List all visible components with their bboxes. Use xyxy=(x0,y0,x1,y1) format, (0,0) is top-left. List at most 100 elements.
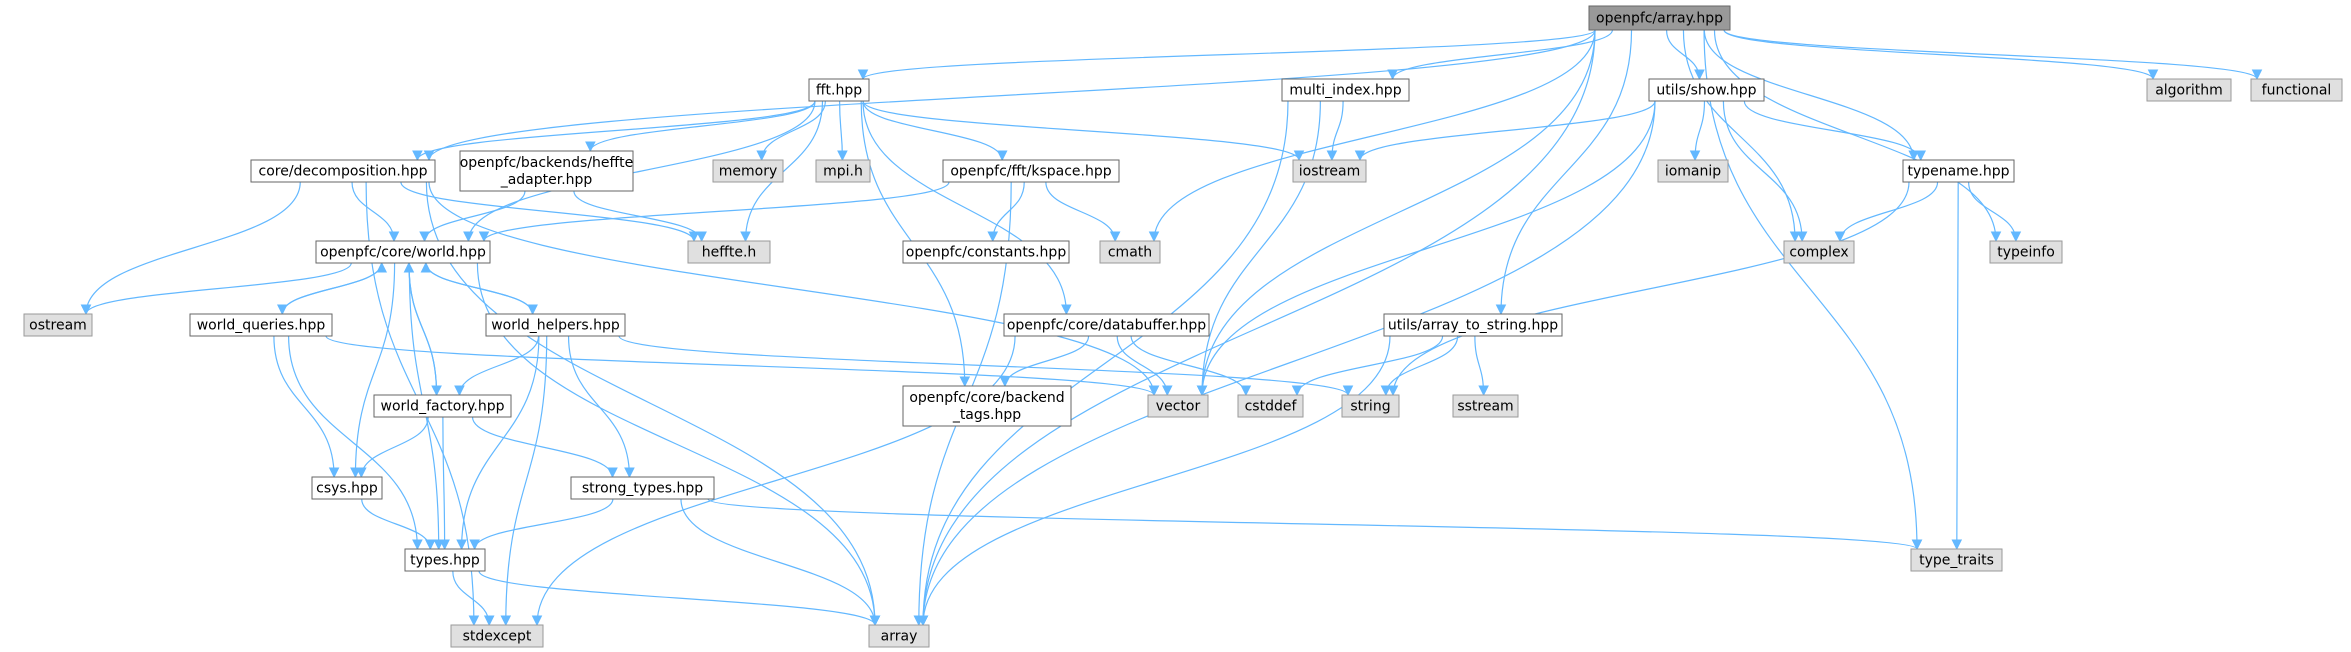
node-label: _adapter.hpp xyxy=(500,172,593,188)
node-vector: vector xyxy=(1147,394,1209,418)
edge-array-to-string-to-cstddef xyxy=(1291,335,1444,397)
node-stdexcept: stdexcept xyxy=(450,624,544,648)
edge-kspace-to-constants xyxy=(987,181,1025,243)
node-label: mpi.h xyxy=(823,164,863,180)
node-label: utils/array_to_string.hpp xyxy=(1388,318,1558,334)
edge-world-queries-to-csys xyxy=(273,335,340,479)
edge-array-to-string-to-string xyxy=(1380,335,1459,397)
node-label: openpfc/core/world.hpp xyxy=(320,245,486,261)
node-iostream: iostream xyxy=(1292,159,1367,183)
node-complex: complex xyxy=(1783,240,1855,264)
edge-typename-to-type-traits xyxy=(1951,181,1963,551)
node-cmath: cmath xyxy=(1099,240,1161,264)
node-box xyxy=(1648,78,1765,102)
node-fft[interactable]: fft.hpp xyxy=(808,78,870,102)
node-utils-show[interactable]: utils/show.hpp xyxy=(1648,78,1765,102)
edge-fft-to-iostream xyxy=(862,100,1305,162)
edge-utils-show-to-iostream xyxy=(1354,100,1656,162)
edge-world-factory-to-strong-types xyxy=(471,416,618,479)
edge-typename-to-complex xyxy=(1834,181,1939,243)
node-strong-types[interactable]: strong_types.hpp xyxy=(570,476,715,500)
node-types[interactable]: types.hpp xyxy=(404,548,486,572)
node-cstddef: cstddef xyxy=(1237,394,1304,418)
edge-utils-show-to-complex xyxy=(1722,100,1808,243)
edge-world-queries-to-types xyxy=(288,335,423,551)
node-constants[interactable]: openpfc/constants.hpp xyxy=(902,240,1070,264)
edge-fft-to-core-decomp xyxy=(412,100,816,162)
node-box xyxy=(485,313,626,337)
edge-fft-to-heffte-adapter xyxy=(585,100,816,153)
node-world-queries[interactable]: world_queries.hpp xyxy=(189,313,333,337)
node-label: world_factory.hpp xyxy=(381,399,505,415)
node-world[interactable]: openpfc/core/world.hpp xyxy=(315,240,491,264)
node-csys[interactable]: csys.hpp xyxy=(311,476,383,500)
edge-utils-show-to-typename xyxy=(1743,100,1927,162)
edge-csys-to-types xyxy=(361,498,436,551)
node-algorithm: algorithm xyxy=(2146,78,2232,102)
edge-heffte-adapter-to-heffte-h xyxy=(573,190,707,243)
node-world-helpers[interactable]: world_helpers.hpp xyxy=(485,313,626,337)
node-label: typename.hpp xyxy=(1907,164,2009,180)
edge-fft-to-world xyxy=(463,100,816,243)
node-box xyxy=(1147,394,1209,418)
node-label: world_queries.hpp xyxy=(197,318,326,334)
node-kspace[interactable]: openpfc/fft/kspace.hpp xyxy=(942,159,1120,183)
node-label: types.hpp xyxy=(410,553,480,569)
edge-array-hpp-to-typeinfo xyxy=(1713,29,2002,243)
node-databuffer[interactable]: openpfc/core/databuffer.hpp xyxy=(1003,313,1210,337)
edge-fft-to-heffte-h xyxy=(740,100,824,243)
node-label: complex xyxy=(1789,245,1848,261)
edge-world-queries-to-vector xyxy=(325,335,1160,397)
node-typename[interactable]: typename.hpp xyxy=(1902,159,2015,183)
edge-array-hpp-to-array-std xyxy=(917,29,1596,627)
node-box xyxy=(1902,159,2015,183)
node-box xyxy=(1099,240,1161,264)
node-label: vector xyxy=(1156,399,1201,415)
node-box xyxy=(315,240,491,264)
edge-array-hpp-to-functional xyxy=(1723,29,2263,81)
edge-array-hpp-to-fft xyxy=(857,29,1596,81)
node-label: typeinfo xyxy=(1997,245,2055,261)
edge-world-to-ostream xyxy=(80,262,352,316)
node-box xyxy=(450,624,544,648)
node-label: cmath xyxy=(1108,245,1152,261)
node-box xyxy=(404,548,486,572)
node-box xyxy=(1452,394,1519,418)
edge-array-to-string-to-array-std xyxy=(917,335,1391,627)
edge-multi-index-to-vector xyxy=(1196,100,1321,397)
edge-types-to-array-std xyxy=(478,570,881,627)
node-box xyxy=(459,150,634,192)
node-label: _tags.hpp xyxy=(952,407,1021,423)
node-box xyxy=(808,78,870,102)
edge-databuffer-to-vector xyxy=(1116,335,1173,397)
node-array-hpp[interactable]: openpfc/array.hpp xyxy=(1588,5,1731,31)
edge-typename-to-typeinfo xyxy=(1968,181,2022,243)
node-backend-tags[interactable]: openpfc/core/backend_tags.hpp xyxy=(902,385,1072,427)
edge-core-decomp-to-heffte-h xyxy=(400,181,700,243)
node-box xyxy=(902,240,1070,264)
node-core-decomp[interactable]: core/decomposition.hpp xyxy=(250,159,436,183)
node-heffte-adapter[interactable]: openpfc/backends/heffte_adapter.hpp xyxy=(459,150,634,192)
node-multi-index[interactable]: multi_index.hpp xyxy=(1281,78,1410,102)
node-array-std: array xyxy=(868,624,930,648)
node-box xyxy=(2146,78,2232,102)
node-label: openpfc/core/databuffer.hpp xyxy=(1007,318,1206,334)
node-label: sstream xyxy=(1457,399,1513,415)
node-mpi: mpi.h xyxy=(815,159,871,183)
node-box xyxy=(2250,78,2343,102)
edge-utils-show-to-vector xyxy=(1196,100,1656,397)
node-array-to-string[interactable]: utils/array_to_string.hpp xyxy=(1383,313,1563,337)
node-box xyxy=(1657,159,1729,183)
node-world-factory[interactable]: world_factory.hpp xyxy=(373,394,512,418)
edges-layer xyxy=(80,29,2263,627)
node-label: array xyxy=(881,629,918,645)
node-label: string xyxy=(1350,399,1390,415)
node-label: ostream xyxy=(29,318,87,334)
edge-utils-show-to-iomanip xyxy=(1689,100,1706,162)
node-box xyxy=(1383,313,1563,337)
edge-array-to-string-to-sstream xyxy=(1474,335,1490,397)
node-memory: memory xyxy=(712,159,784,183)
node-functional: functional xyxy=(2250,78,2343,102)
edge-core-decomp-to-vector xyxy=(428,181,1160,397)
